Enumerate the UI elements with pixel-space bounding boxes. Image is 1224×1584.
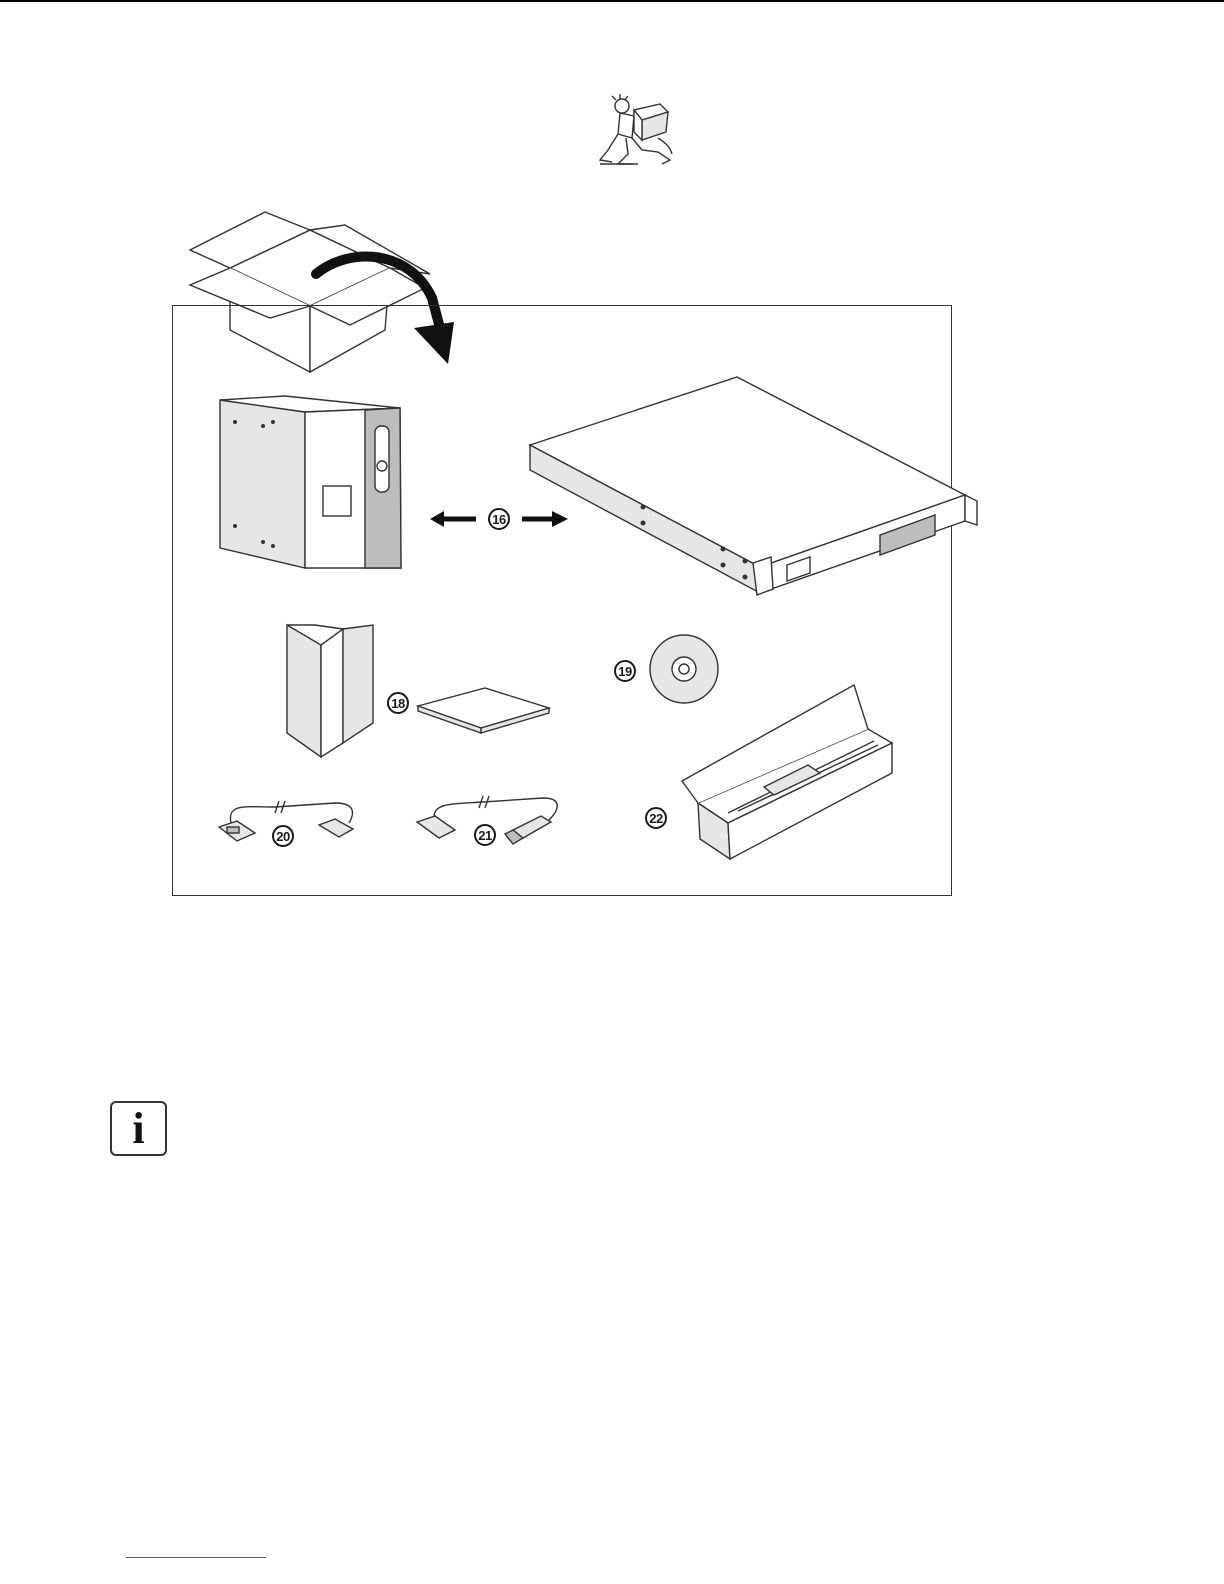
info-icon: i [110,1101,167,1156]
callout-19: 19 [614,660,636,682]
page-top-rule [0,0,1224,2]
manual-booklet-icon [415,686,553,734]
folded-stand-icon [285,623,375,761]
person-carrying-box-icon [598,94,678,168]
rail-kit-box-icon [678,683,896,861]
callout-16: 16 [488,508,510,530]
callout-22: 22 [645,807,667,829]
footer-rule [126,1557,266,1558]
callout-18: 18 [387,692,409,714]
callout-20: 20 [272,825,294,847]
callout-21: 21 [474,824,496,846]
tower-ups-icon [215,396,405,572]
rack-ups-icon [525,375,983,597]
